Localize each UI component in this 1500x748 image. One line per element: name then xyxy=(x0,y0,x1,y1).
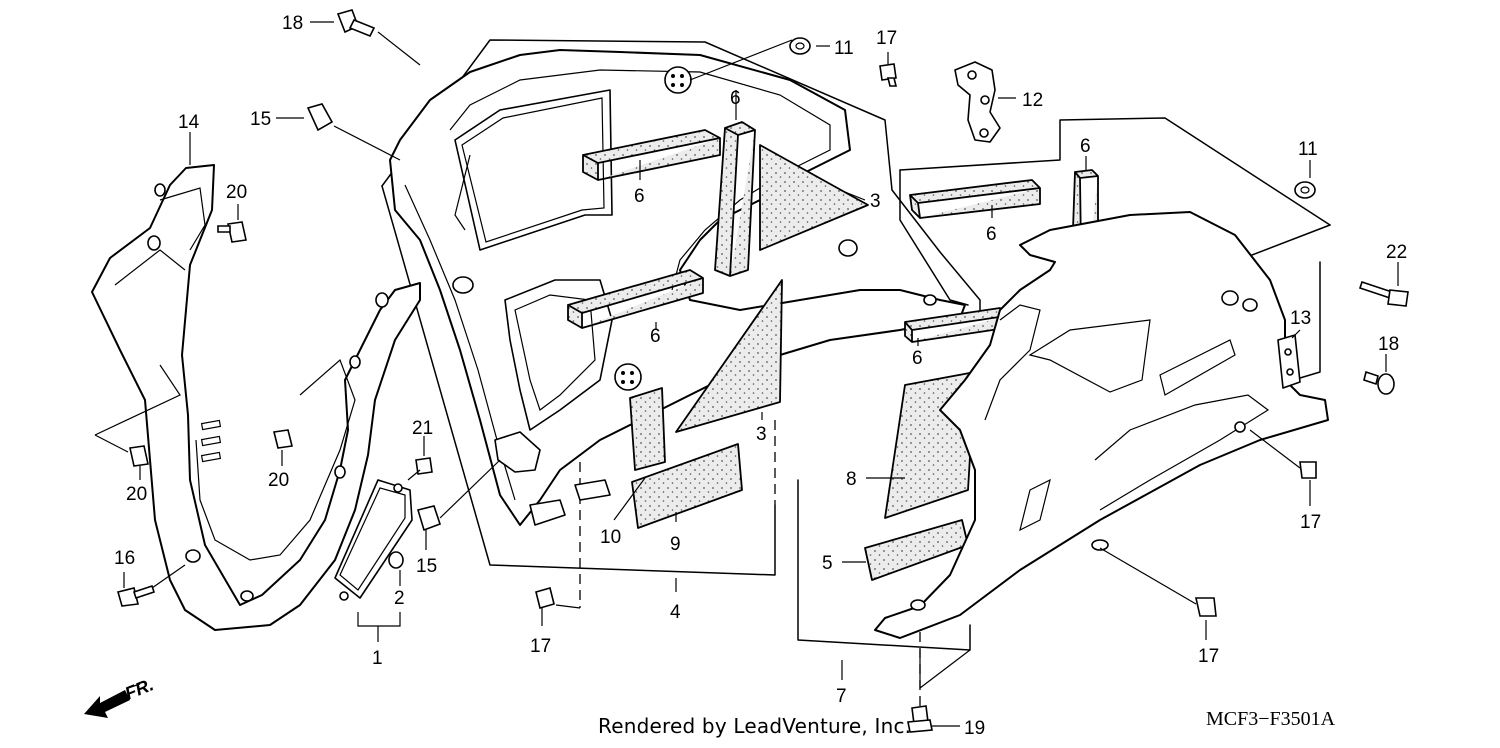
bracket-part xyxy=(954,61,1001,143)
callout-6-b: 6 xyxy=(730,88,741,109)
callout-7: 7 xyxy=(836,686,847,707)
left-side-cowl-part xyxy=(91,164,421,631)
vent-mesh-part xyxy=(334,479,413,601)
inner-panel-part xyxy=(389,49,966,526)
callout-3-a: 3 xyxy=(870,191,881,212)
callout-20-middle: 20 xyxy=(268,470,289,491)
callout-6-f: 6 xyxy=(912,348,923,369)
callout-13: 13 xyxy=(1290,308,1311,329)
callout-6-a: 6 xyxy=(634,186,645,207)
leader-lines xyxy=(94,21,1399,727)
callout-21: 21 xyxy=(412,418,433,439)
washer-icon xyxy=(789,37,1316,199)
callout-6-c: 6 xyxy=(650,326,661,347)
callout-22: 22 xyxy=(1386,242,1407,263)
callout-16: 16 xyxy=(114,548,135,569)
callout-8: 8 xyxy=(846,469,857,490)
callout-6-d: 6 xyxy=(1080,136,1091,157)
callout-3-b: 3 xyxy=(756,424,767,445)
drawing-code: MCF3−F3501A xyxy=(1206,708,1336,730)
callout-17-top: 17 xyxy=(876,28,897,49)
callout-labels: 18 15 14 20 20 20 16 21 15 2 1 17 10 9 4… xyxy=(114,13,1407,739)
callout-4: 4 xyxy=(670,602,681,623)
callout-9: 9 xyxy=(670,534,681,555)
callout-18-top: 18 xyxy=(282,13,303,34)
callout-1: 1 xyxy=(372,648,383,669)
callout-17-right-lower: 17 xyxy=(1198,646,1219,667)
callout-15-top: 15 xyxy=(250,109,271,130)
plate-part xyxy=(1277,334,1301,389)
callout-2: 2 xyxy=(394,588,405,609)
callout-19: 19 xyxy=(964,718,985,739)
screw-icon xyxy=(117,9,1409,733)
callout-20-upper: 20 xyxy=(226,182,247,203)
callout-17-right-upper: 17 xyxy=(1300,512,1321,533)
callout-5: 5 xyxy=(822,553,833,574)
callout-17-bottom-center: 17 xyxy=(530,636,551,657)
right-lower-cowl-part xyxy=(874,211,1329,639)
callout-15-lower: 15 xyxy=(416,556,437,577)
callout-14: 14 xyxy=(178,112,200,133)
front-direction-label: FR. xyxy=(122,674,156,703)
front-direction-arrow-icon: FR. xyxy=(84,674,156,718)
callout-12: 12 xyxy=(1022,90,1043,111)
callout-11-top: 11 xyxy=(834,38,854,59)
callout-18-right: 18 xyxy=(1378,334,1399,355)
callout-6-e: 6 xyxy=(986,224,997,245)
callout-20-lower: 20 xyxy=(126,484,147,505)
render-credit: Rendered by LeadVenture, Inc. xyxy=(598,714,912,738)
grommet-icon xyxy=(614,66,692,391)
callout-11-right: 11 xyxy=(1298,139,1318,160)
callout-10: 10 xyxy=(600,527,621,548)
